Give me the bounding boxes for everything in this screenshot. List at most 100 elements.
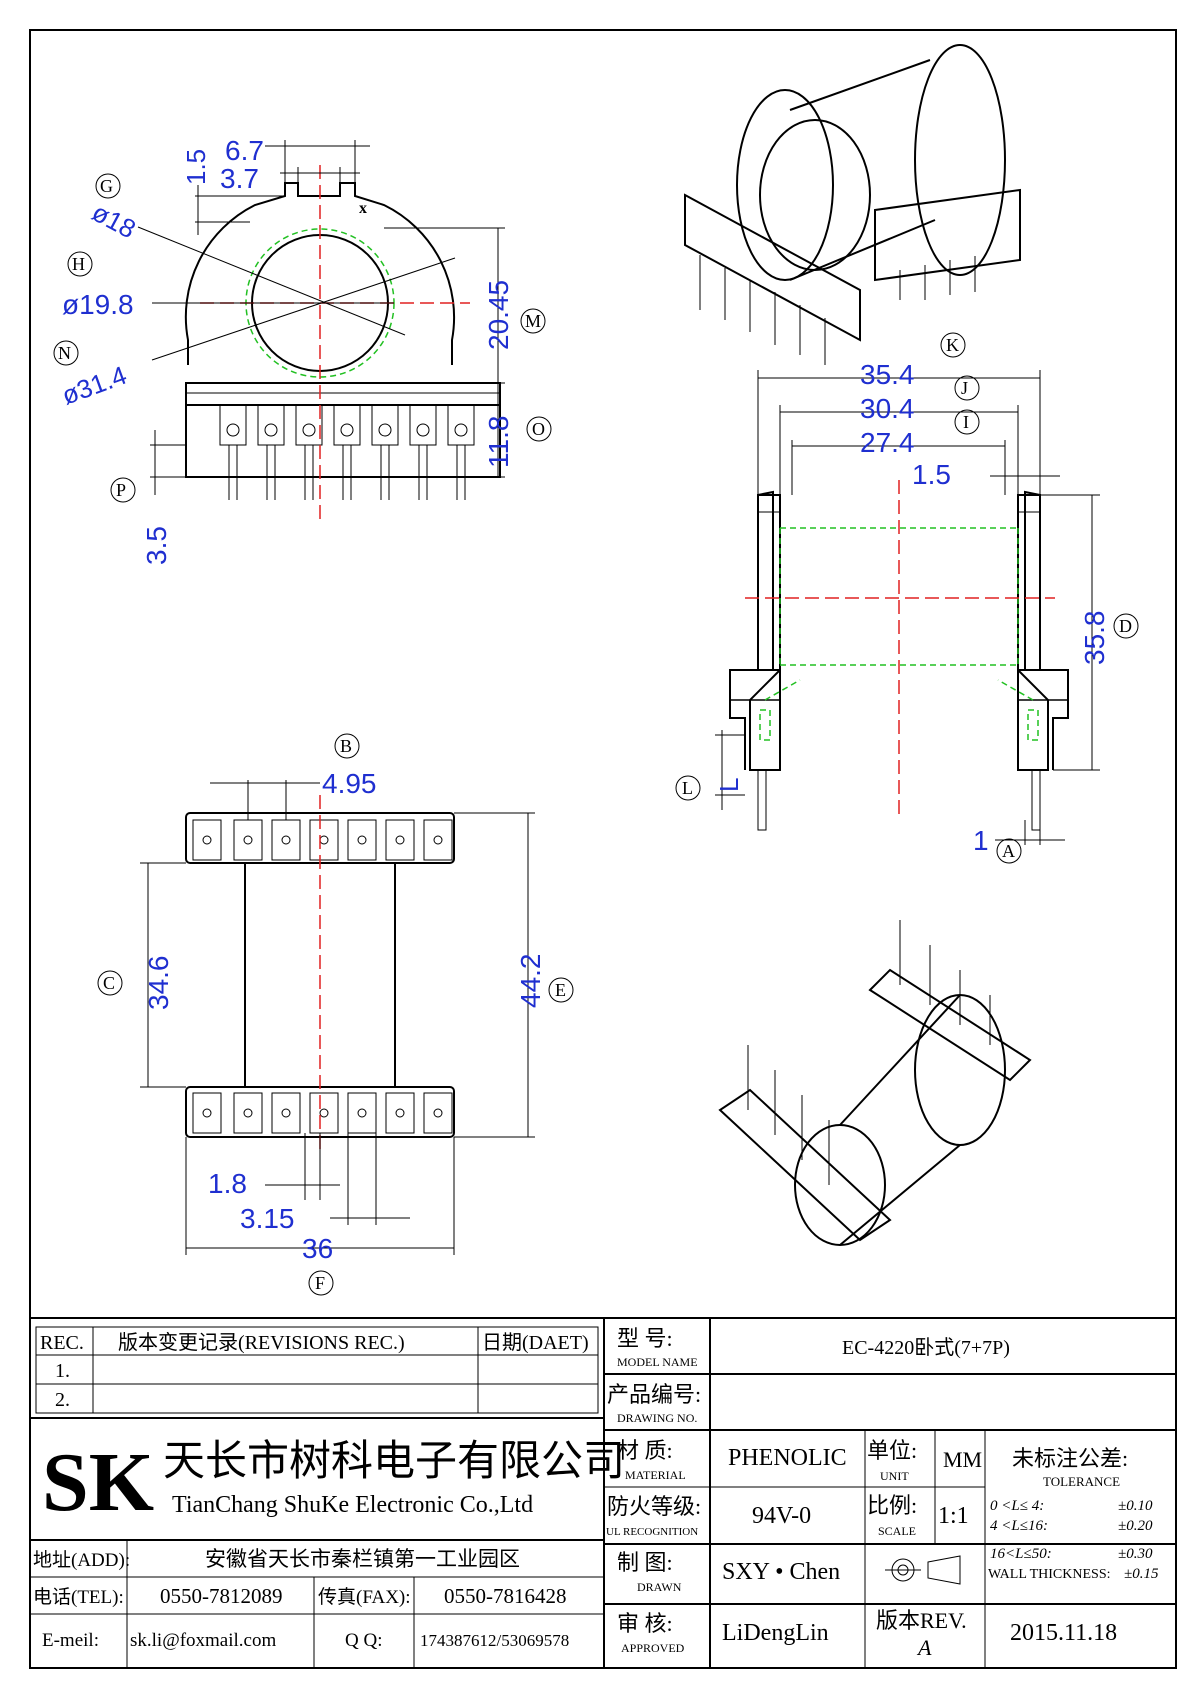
fire-value: 94V-0 [752,1503,811,1529]
address-value: 安徽省天长市秦栏镇第一工业园区 [205,1547,520,1571]
callout-P: P [116,480,126,500]
rev-value: A [916,1635,932,1660]
dim-20-45: 20.45 [483,280,514,350]
drawn-label-cn: 制 图: [617,1550,673,1575]
dim-3-7: 3.7 [220,163,259,194]
email-value: sk.li@foxmail.com [130,1630,276,1651]
model-value: EC-4220卧式(7+7P) [842,1336,1010,1359]
dim-1-8: 1.8 [208,1168,247,1199]
dim-6-7: 6.7 [225,135,264,166]
company-name-en: TianChang ShuKe Electronic Co.,Ltd [172,1492,533,1518]
dim-dia-18: ø18 [87,197,141,245]
iso-view-top [684,44,1021,365]
scale-label-en: SCALE [878,1524,916,1538]
dim-3-5: 3.5 [141,526,172,565]
front-view [137,140,505,520]
address-label: 地址(ADD): [33,1549,130,1571]
tolerance-value-4: ±0.15 [1124,1566,1159,1582]
approved-label-cn: 审 核: [617,1611,673,1636]
bottom-pins-top [192,819,453,861]
iso-bottom-pins [747,920,991,1185]
drawn-value: SXY • Chen [722,1559,840,1585]
callout-I: I [963,412,969,432]
dim-L: L [714,778,744,792]
company-name-cn: 天长市树科电子有限公司 [163,1438,625,1485]
unit-label-en: UNIT [880,1469,909,1483]
callout-J: J [961,378,968,398]
dim-1-5b: 1.5 [912,459,951,490]
scale-label-cn: 比例: [867,1493,917,1518]
title-block: REC. 版本变更记录(REVISIONS REC.) 日期(DAET) 1. … [29,1317,1177,1669]
date-value: 2015.11.18 [1010,1620,1117,1646]
tolerance-range-2: 4 <L≤16: [990,1518,1048,1534]
dim-36: 36 [302,1233,333,1264]
tolerance-title-en: TOLERANCE [1043,1474,1120,1489]
tolerance-range-3: 16<L≤50: [990,1546,1052,1562]
callout-G: G [100,176,113,196]
rev-header: REC. [40,1332,84,1354]
drawing-no-label-cn: 产品编号: [607,1382,701,1407]
rev-date-header: 日期(DAET) [482,1332,589,1354]
slot-mark: x [359,200,367,217]
callout-C: C [103,973,115,993]
scale-value: 1:1 [938,1503,969,1529]
company-logo: SK [42,1436,154,1529]
tolerance-title-cn: 未标注公差: [1012,1446,1128,1471]
dim-1: 1 [973,825,989,856]
rev-row-2: 2. [55,1389,70,1411]
material-value: PHENOLIC [728,1445,847,1471]
fax-label: 传真(FAX): [318,1586,411,1608]
dim-dia-31-4: ø31.4 [58,360,131,411]
fire-label-cn: 防火等级: [607,1494,701,1519]
callout-O: O [532,419,545,439]
fire-label-en: UL RECOGNITION [606,1526,698,1538]
unit-value: MM [943,1447,982,1472]
drawing-no-label-en: DRAWING NO. [617,1411,697,1425]
callout-H: H [72,254,85,274]
tolerance-value-3: ±0.30 [1118,1546,1153,1562]
material-label-cn: 材 质: [617,1438,673,1463]
callout-K: K [946,335,959,355]
callout-L: L [682,778,693,798]
dim-27-4: 27.4 [860,427,915,458]
dim-35-4: 35.4 [860,359,915,390]
iso-top-pins [699,255,976,365]
model-label-cn: 型 号: [617,1326,673,1351]
dim-4-95: 4.95 [322,768,377,799]
dim-30-4: 30.4 [860,393,915,424]
callout-labels: G H N M O P K J I D L A B C E F [53,173,1139,1296]
material-label-en: MATERIAL [625,1468,686,1482]
tel-label: 电话(TEL): [33,1586,124,1608]
callout-F: F [315,1273,325,1293]
dim-11-8: 11.8 [483,416,514,468]
fax-value: 0550-7816428 [444,1584,567,1608]
dimension-texts: 6.7 3.7 1.5 ø18 ø19.8 ø31.4 20.45 11.8 3… [58,135,1110,1264]
bottom-pins-bottom [192,1092,453,1134]
approved-value: LiDengLin [722,1620,829,1646]
drawn-label-en: DRAWN [637,1580,682,1594]
dim-35-8: 35.8 [1079,611,1110,666]
tel-value: 0550-7812089 [160,1584,283,1608]
iso-view-bottom [718,920,1032,1246]
email-label: E-meil: [42,1630,99,1651]
callout-D: D [1119,616,1132,636]
dim-dia-19-8: ø19.8 [62,289,134,320]
rev-row-1: 1. [55,1360,70,1382]
callout-B: B [340,736,352,756]
dim-1-5: 1.5 [181,149,211,185]
callout-M: M [525,311,541,331]
bottom-view [140,780,535,1255]
dim-44-2: 44.2 [515,954,546,1009]
callout-N: N [58,343,71,363]
tolerance-range-1: 0 <L≤ 4: [990,1498,1044,1514]
rev-desc-header: 版本变更记录(REVISIONS REC.) [118,1331,405,1354]
tolerance-value-1: ±0.10 [1118,1498,1153,1514]
approved-label-en: APPROVED [621,1641,685,1655]
projection-symbol-icon [885,1555,961,1585]
qq-label: Q Q: [345,1630,382,1651]
front-view-pins [219,404,475,500]
model-label-en: MODEL NAME [617,1355,698,1369]
dim-34-6: 34.6 [143,956,174,1011]
tolerance-value-2: ±0.20 [1118,1518,1153,1534]
